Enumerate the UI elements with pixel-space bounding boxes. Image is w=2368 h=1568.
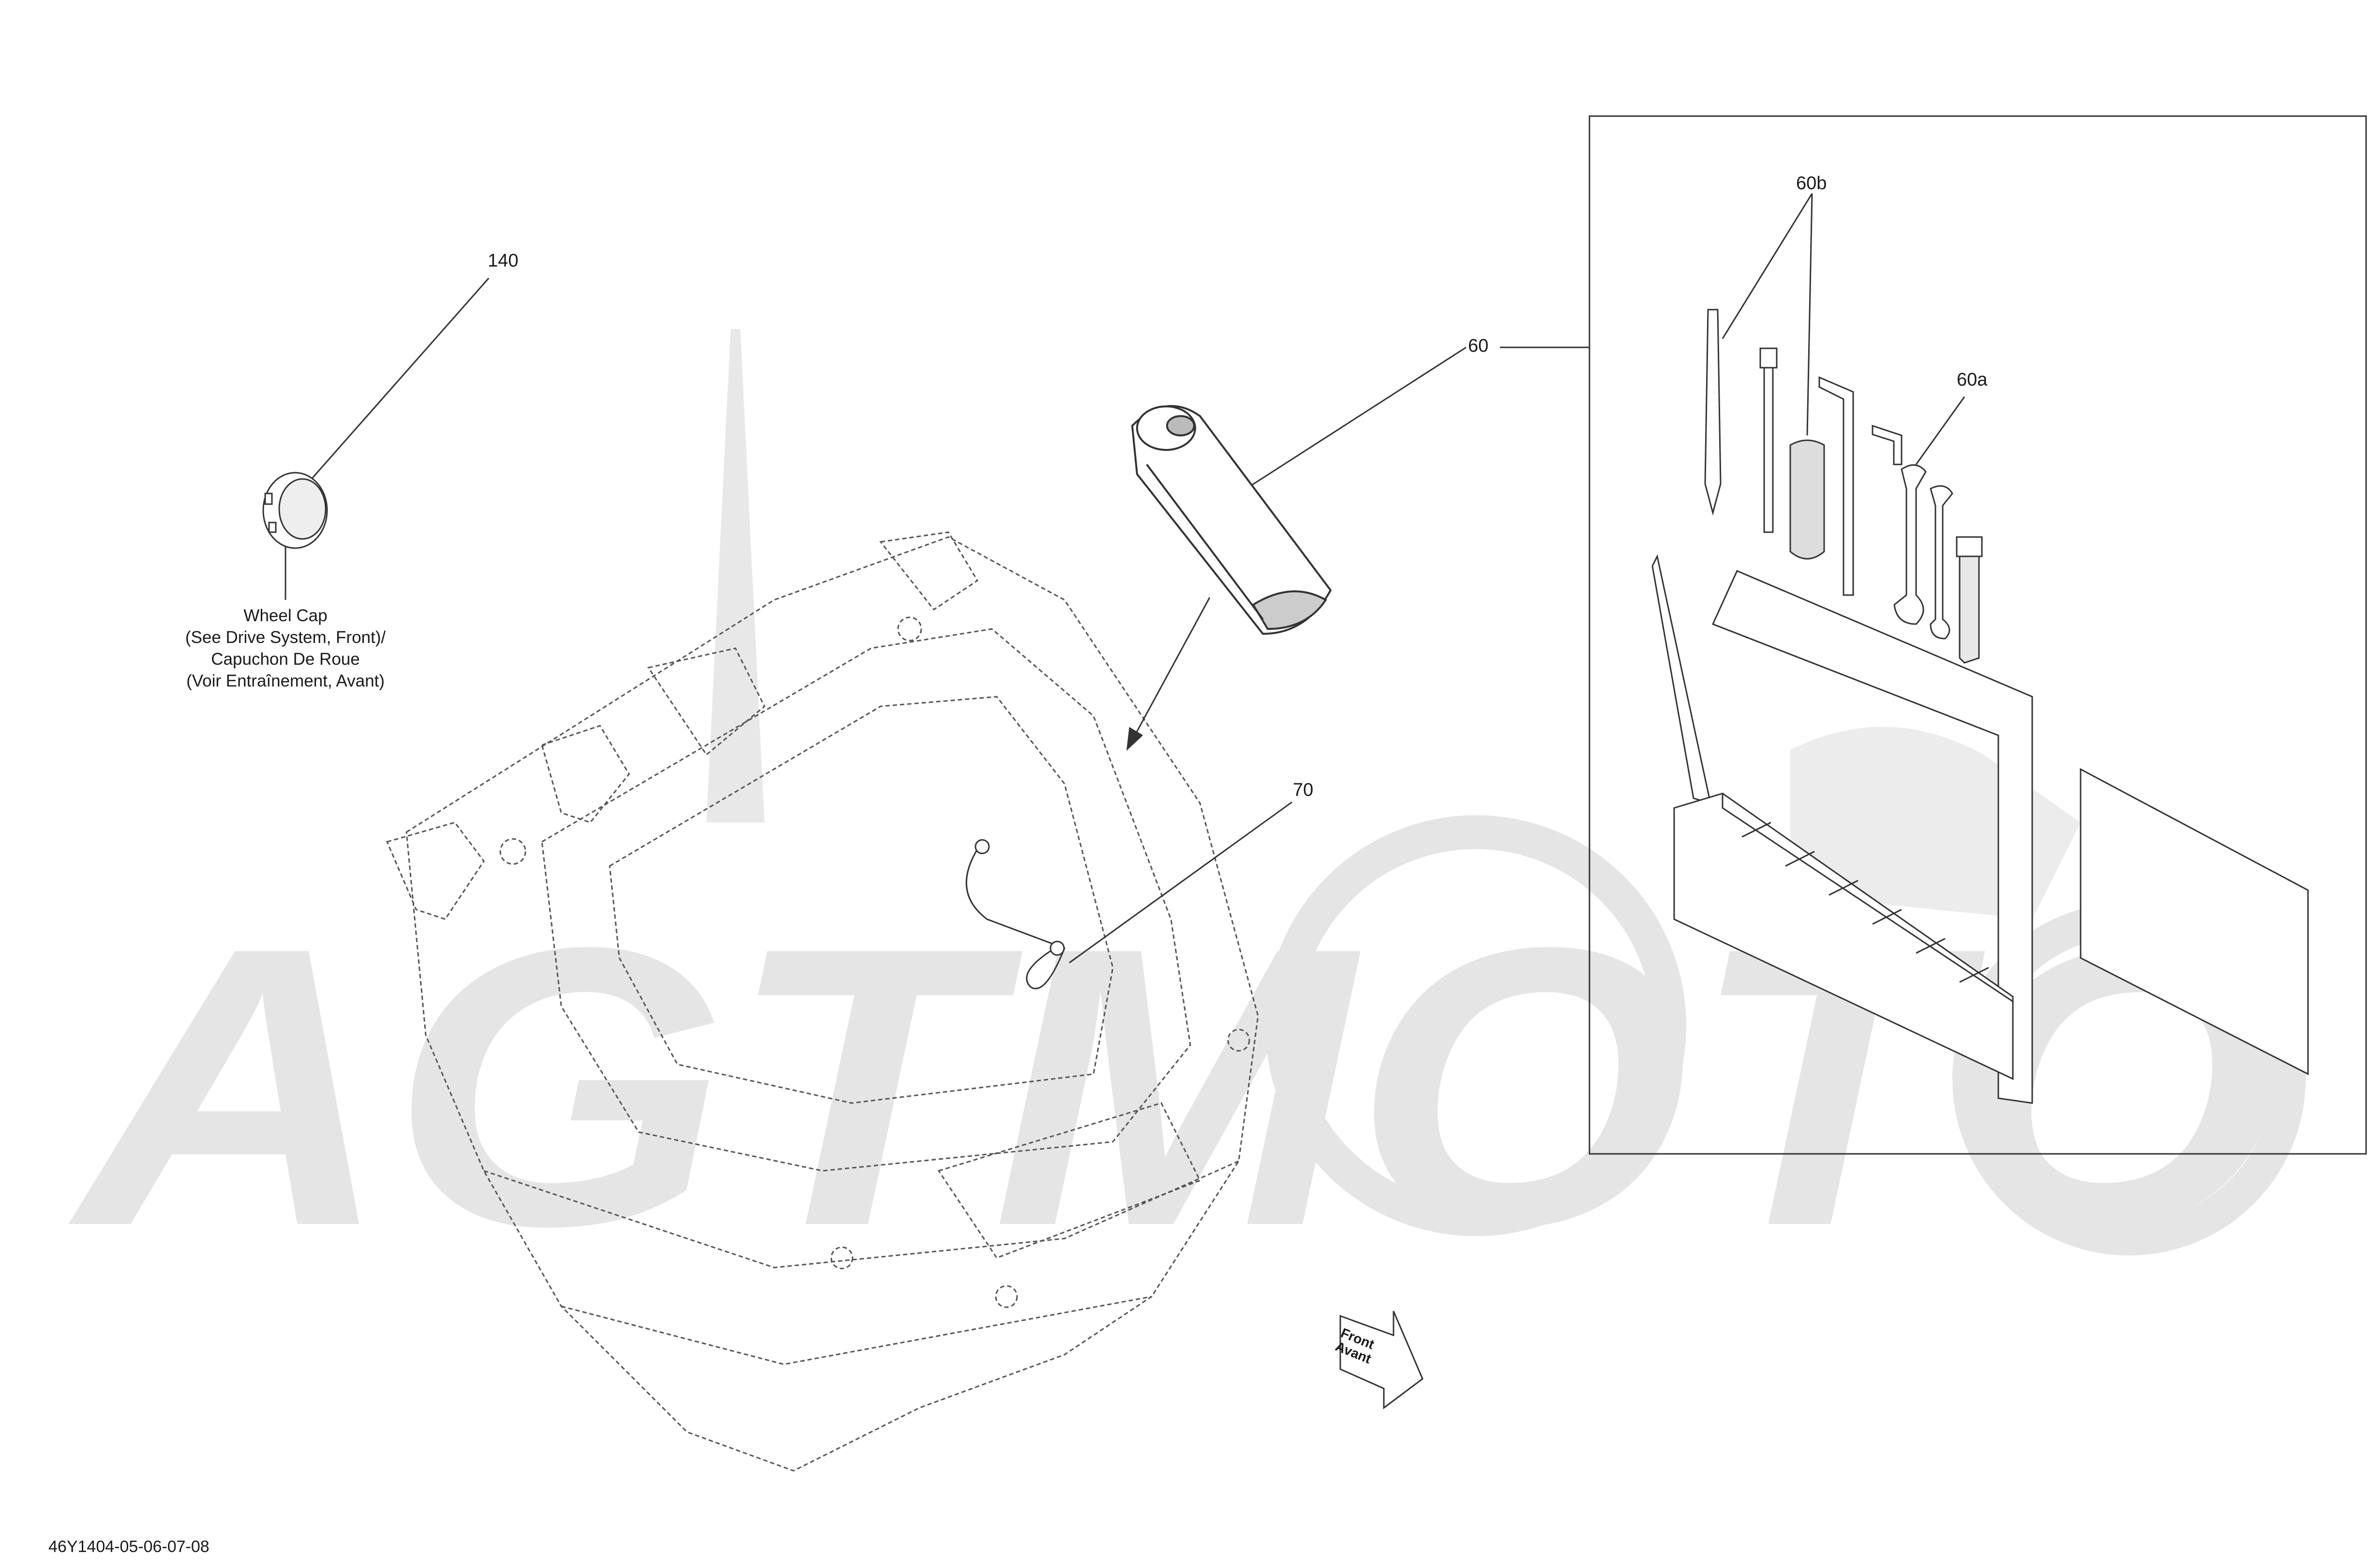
- tool-wrench-small: [1930, 485, 1953, 640]
- tool-tray-flap: [1651, 554, 1711, 805]
- note-line-1: Wheel Cap: [243, 606, 328, 625]
- compartment-rim: [541, 628, 1191, 1172]
- tool-hex-key-large: [1818, 376, 1854, 596]
- compartment-inner-bay: [609, 696, 1114, 1104]
- callout-140: 140: [488, 251, 519, 271]
- tool-handle: [1789, 439, 1825, 560]
- leader-70: [1069, 801, 1292, 964]
- compartment-bracket-left: [386, 821, 485, 920]
- tool-pouch-roll: [1252, 590, 1327, 630]
- tether-strap-cable: [965, 841, 1065, 989]
- tool-kit-box: [1589, 115, 2367, 1155]
- leader-60b-a: [1722, 193, 1813, 339]
- tool-pouch-part: [1131, 405, 1332, 635]
- watermark-text: AGTMOTO: [64, 865, 2284, 1308]
- tool-tray: [1651, 554, 2033, 1104]
- leader-140: [306, 278, 490, 484]
- compartment-outer: [405, 536, 1259, 1472]
- tether-strap-part: [965, 839, 1065, 989]
- tool-hex-key-small: [1872, 424, 1903, 465]
- storage-compartment: [386, 531, 1259, 1472]
- callout-60a: 60a: [1957, 370, 1988, 390]
- compartment-bracket-right: [879, 531, 979, 611]
- tool-spark-plug-socket: [1959, 541, 1980, 664]
- wheel-cap-part: [262, 472, 328, 549]
- note-line-4: (Voir Entraînement, Avant): [186, 672, 385, 690]
- compartment-cross-rail: [937, 1102, 1201, 1259]
- wheel-cap-face: [278, 478, 327, 540]
- compartment-bracket-top: [647, 647, 765, 756]
- wheel-cap-note: Wheel Cap (See Drive System, Front)/ Cap…: [150, 605, 421, 692]
- tool-kit-frame: [1589, 115, 2367, 1155]
- tool-bit-holder: [1763, 347, 1774, 533]
- leader-60a: [1915, 396, 1965, 465]
- install-arrow-head: [1126, 727, 1143, 751]
- leader-60b-b: [1806, 193, 1813, 436]
- tool-tray-panel: [1711, 570, 2033, 1104]
- install-arrow-line: [1131, 597, 1211, 741]
- tool-kit-manual: [2080, 768, 2309, 1075]
- compartment-lower-shell: [483, 1160, 1239, 1269]
- leader-60: [1238, 346, 1467, 494]
- note-line-2: (See Drive System, Front)/: [185, 628, 386, 647]
- leader-lines: [285, 193, 1965, 964]
- watermark-tower: [706, 329, 764, 822]
- watermark-wheel-front: [1265, 815, 1686, 1236]
- compartment-bracket-mid: [541, 725, 630, 823]
- drawing-code: 46Y1404-05-06-07-08: [48, 1538, 210, 1556]
- callout-60: 60: [1468, 336, 1489, 356]
- tool-wrench-large: [1893, 464, 1927, 625]
- note-line-3: Capuchon De Roue: [211, 650, 360, 669]
- callout-60b: 60b: [1796, 173, 1827, 194]
- front-direction-arrow: [1339, 1311, 1424, 1409]
- tool-screwdriver-bit: [1704, 309, 1722, 516]
- callout-70: 70: [1293, 780, 1314, 800]
- tool-tray-box: [1673, 792, 2014, 1080]
- tool-set: [1704, 309, 1983, 664]
